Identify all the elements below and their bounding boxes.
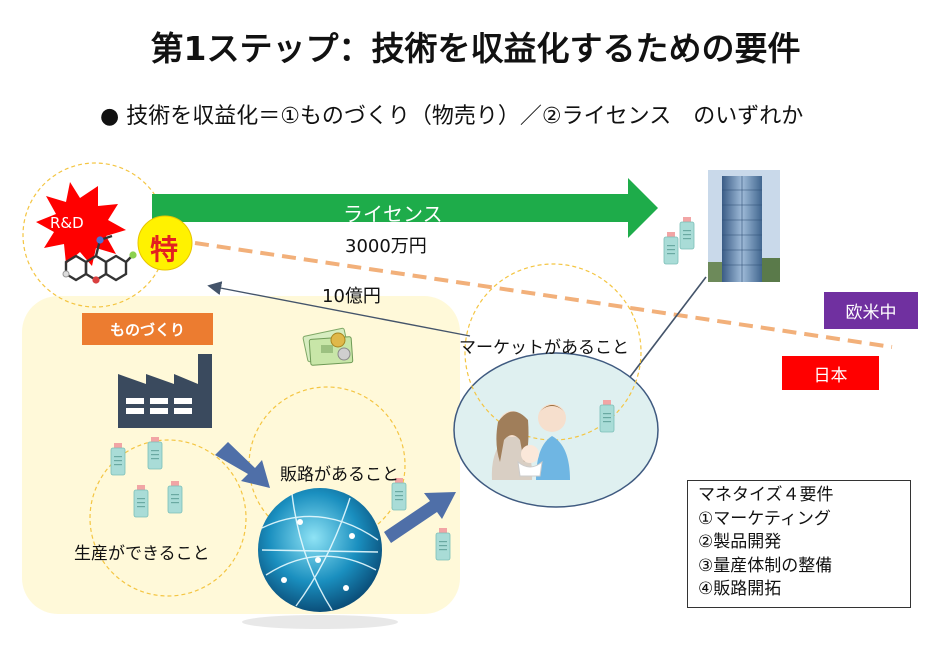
summary-bullet: ● 技術を収益化＝①ものづくり（物売り）／②ライセンス のいずれか <box>100 104 804 129</box>
product-bottle-icon <box>110 442 126 476</box>
region-japan-box: 日本 <box>782 356 879 390</box>
license-arrow <box>152 178 658 238</box>
money-icon <box>302 327 354 366</box>
rd-burst <box>36 182 126 266</box>
patent-label: 特 <box>150 233 179 266</box>
revenue-amount: 10億円 <box>322 286 381 307</box>
market-requirement: マーケットがあること <box>459 338 629 358</box>
production-requirement: 生産ができること <box>74 544 210 564</box>
region-divider-line <box>194 241 893 349</box>
rd-label: R&D <box>50 214 84 232</box>
requirement-item: ③量産体制の整備 <box>698 555 833 576</box>
channel-requirement: 販路があること <box>280 465 399 485</box>
revenue-arrow <box>207 281 471 337</box>
license-label: ライセンス <box>343 202 443 226</box>
office-building-icon <box>708 170 780 282</box>
factory-icon <box>118 354 212 428</box>
monozukuri-box: ものづくり <box>82 313 213 345</box>
flow-arrow-to-globe <box>215 442 270 488</box>
requirement-item: ④販路開拓 <box>698 579 782 599</box>
product-bottle-icon <box>679 216 695 250</box>
product-bottle-icon <box>599 399 615 433</box>
region-west-box: 欧米中 <box>824 292 918 329</box>
globe-icon <box>258 488 382 612</box>
flow-arrow-to-market <box>384 492 456 543</box>
patent-icon <box>137 215 193 271</box>
product-bottle-icon <box>133 484 149 518</box>
requirement-item: ②製品開発 <box>698 532 782 552</box>
monetize-requirements-box: マネタイズ４要件 ①マーケティング ②製品開発 ③量産体制の整備 ④販路開拓 <box>687 480 911 608</box>
page-title: 第1ステップ：技術を収益化するための要件 <box>150 29 801 68</box>
license-fee: 3000万円 <box>345 236 427 257</box>
requirement-item: ①マーケティング <box>698 508 831 529</box>
product-bottle-icon <box>147 436 163 470</box>
product-bottle-icon <box>663 231 679 265</box>
market-dashed-circle <box>464 263 642 441</box>
product-bottle-icon <box>167 480 183 514</box>
requirements-heading: マネタイズ４要件 <box>698 485 834 505</box>
family-icon <box>491 404 570 480</box>
production-dashed-circle <box>89 439 247 597</box>
product-bottle-icon <box>435 527 451 561</box>
